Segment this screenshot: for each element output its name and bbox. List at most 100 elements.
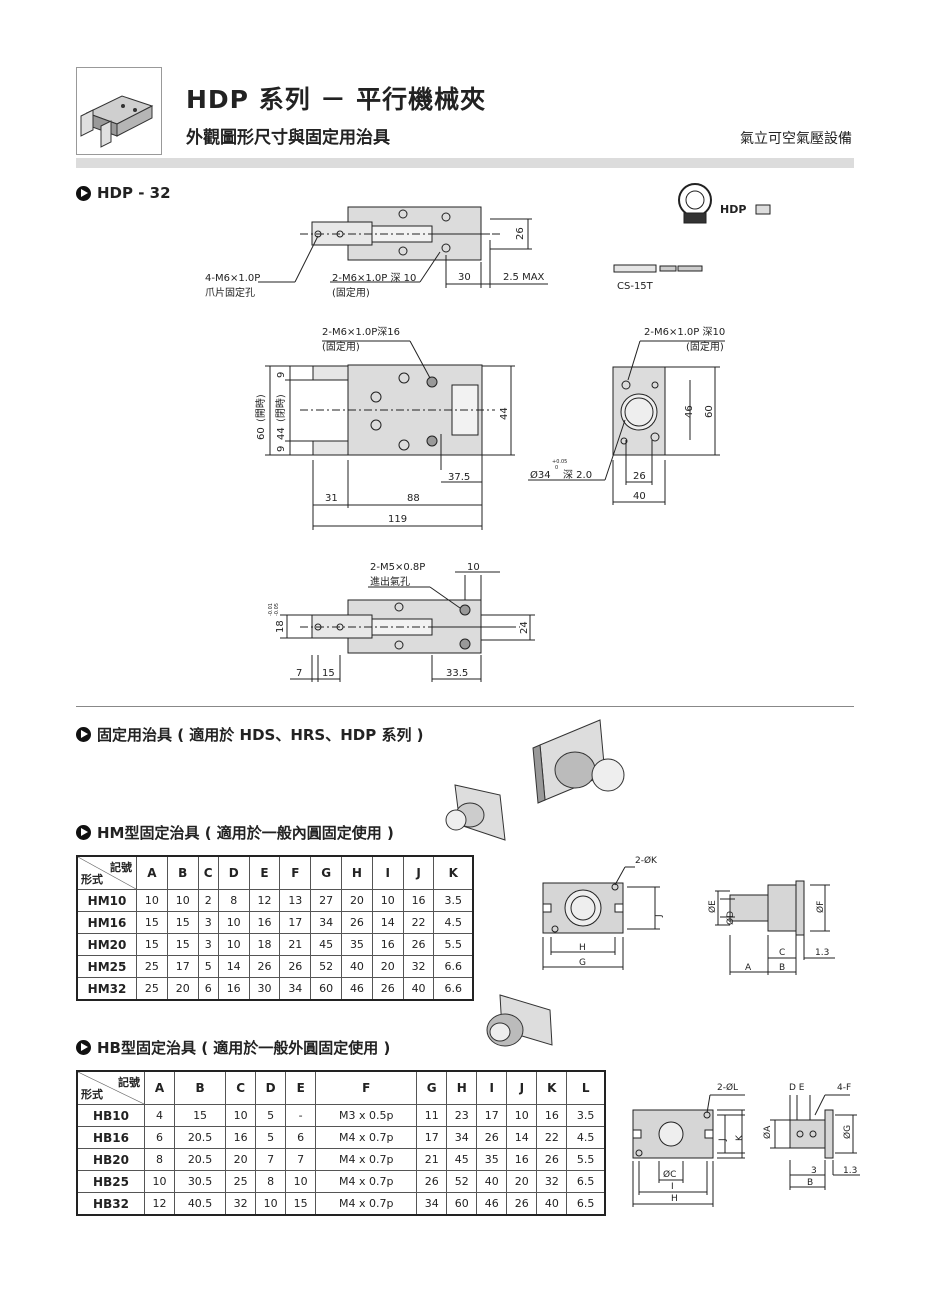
- section-fixtures: 固定用治具 ( 適用於 HDS、HRS、HDP 系列 ): [76, 724, 424, 745]
- hb-cell: 20.5: [174, 1148, 227, 1171]
- section-hdp32-title: HDP - 32: [97, 184, 171, 202]
- hb-cell: 17: [416, 1126, 448, 1149]
- hb-cell: 6: [143, 1126, 176, 1149]
- company-name: 氣立可空氣壓設備: [740, 131, 852, 147]
- side-bore-tol-up: +0.05: [552, 459, 567, 465]
- hm-cell: 46: [341, 977, 373, 1001]
- hm-col-header: C: [197, 855, 219, 890]
- hb-dim-13: 1.3: [843, 1166, 857, 1176]
- section-fixtures-title: 固定用治具 ( 適用於 HDS、HRS、HDP 系列 ): [97, 726, 424, 744]
- hm-row-name: HM10: [76, 889, 137, 912]
- front-fix-label: 2-M6×1.0P深16: [322, 326, 400, 338]
- hb-cell: 3.5: [566, 1104, 606, 1127]
- hm-cell: 52: [310, 955, 343, 978]
- hm-col-header: D: [217, 855, 250, 890]
- play-bullet-icon: [76, 1040, 91, 1055]
- hm-col-header: H: [341, 855, 373, 890]
- hm-corner-form: 形式: [81, 873, 103, 886]
- hb-drawing: 2-ØL J K ØC I H D E 4-F ØA ØG 3 1.3 B: [632, 1082, 860, 1207]
- hb-cell: 52: [446, 1170, 478, 1193]
- hb-cell: 30.5: [174, 1170, 227, 1193]
- hb-dim-de: D E: [789, 1083, 805, 1093]
- hb-cell: 4.5: [566, 1126, 606, 1149]
- hb-cell: 23: [446, 1104, 478, 1127]
- hm-dim-a: A: [745, 963, 752, 973]
- hm-cell: 20: [341, 889, 373, 912]
- hm-cell: 26: [402, 933, 435, 956]
- hb-cell: 14: [506, 1126, 538, 1149]
- hm-cell: 22: [402, 911, 435, 934]
- fixture-3d-pictures: [445, 719, 625, 841]
- hb-row-name: HB10: [76, 1104, 145, 1127]
- hb-cell: 10: [143, 1170, 176, 1193]
- sensor-hdp-label: HDP: [720, 203, 746, 216]
- hm-cell: 6.6: [433, 955, 474, 978]
- side-bore-depth: 深 2.0: [563, 469, 592, 481]
- hb-col-header: C: [225, 1070, 257, 1105]
- hm-cell: 16: [371, 933, 404, 956]
- hb-col-header: L: [566, 1070, 606, 1105]
- hb-cell: 6: [285, 1126, 317, 1149]
- hb-cell: 5: [255, 1104, 287, 1127]
- play-bullet-icon: [76, 185, 91, 201]
- hm-cell: 12: [248, 889, 281, 912]
- hm-dim-h: H: [579, 943, 586, 953]
- hm-cell: 30: [248, 977, 281, 1001]
- hb-col-header: H: [446, 1070, 478, 1105]
- hm-col-header: B: [166, 855, 199, 890]
- hm-cell: 60: [310, 977, 343, 1001]
- bottom-dim-18: 18: [275, 620, 286, 633]
- bottom-dim-24: 24: [519, 621, 530, 634]
- hb-cell: 46: [476, 1192, 508, 1216]
- hb-dim-c: ØC: [663, 1169, 676, 1180]
- hm-cell: 21: [279, 933, 312, 956]
- hb-cell: 40: [536, 1192, 568, 1216]
- hm-cell: 10: [136, 889, 168, 912]
- top-fix-label: 2-M6×1.0P 深 10: [332, 272, 416, 284]
- top-view-drawing: [258, 206, 548, 288]
- hb-cell: 10: [225, 1104, 257, 1127]
- hm-dim-e: ØE: [707, 900, 718, 913]
- hb-cell: 20: [225, 1148, 257, 1171]
- hm-cell: 16: [248, 911, 281, 934]
- hb-dim-h: H: [671, 1194, 678, 1204]
- hb-cell: 32: [225, 1192, 257, 1216]
- hb-cell: 5: [255, 1126, 287, 1149]
- top-dim-25max: 2.5 MAX: [503, 272, 545, 283]
- hm-corner-header: 記號 形式: [76, 855, 137, 890]
- side-dim-46: 46: [684, 405, 695, 418]
- hb-dim-a: ØA: [762, 1125, 773, 1139]
- hb-cell: 10: [285, 1170, 317, 1193]
- hm-col-header: G: [310, 855, 343, 890]
- hm-col-header: E: [248, 855, 281, 890]
- bottom-dim-7: 7: [296, 668, 302, 679]
- hb-col-header: B: [174, 1070, 227, 1105]
- product-thumbnail: [76, 67, 162, 155]
- front-dim-88: 88: [407, 493, 420, 504]
- hm-cell: 40: [402, 977, 435, 1001]
- hb-cell: M4 x 0.7p: [315, 1170, 418, 1193]
- hb-dim-4f: 4-F: [837, 1083, 851, 1093]
- hm-cell: 32: [402, 955, 435, 978]
- hm-cell: 17: [279, 911, 312, 934]
- hm-cell: 20: [166, 977, 199, 1001]
- hm-cell: 15: [166, 933, 199, 956]
- hb-cell: 20.5: [174, 1126, 227, 1149]
- sensor-drawing: [613, 183, 771, 273]
- hb-row-name: HB32: [76, 1192, 145, 1216]
- hb-cell: 6.5: [566, 1170, 606, 1193]
- play-bullet-icon: [76, 825, 91, 840]
- bottom-view-drawing: [280, 571, 535, 682]
- front-dim-60: 60: [256, 427, 267, 440]
- hm-cell: 5: [197, 955, 219, 978]
- hm-row-name: HM20: [76, 933, 137, 956]
